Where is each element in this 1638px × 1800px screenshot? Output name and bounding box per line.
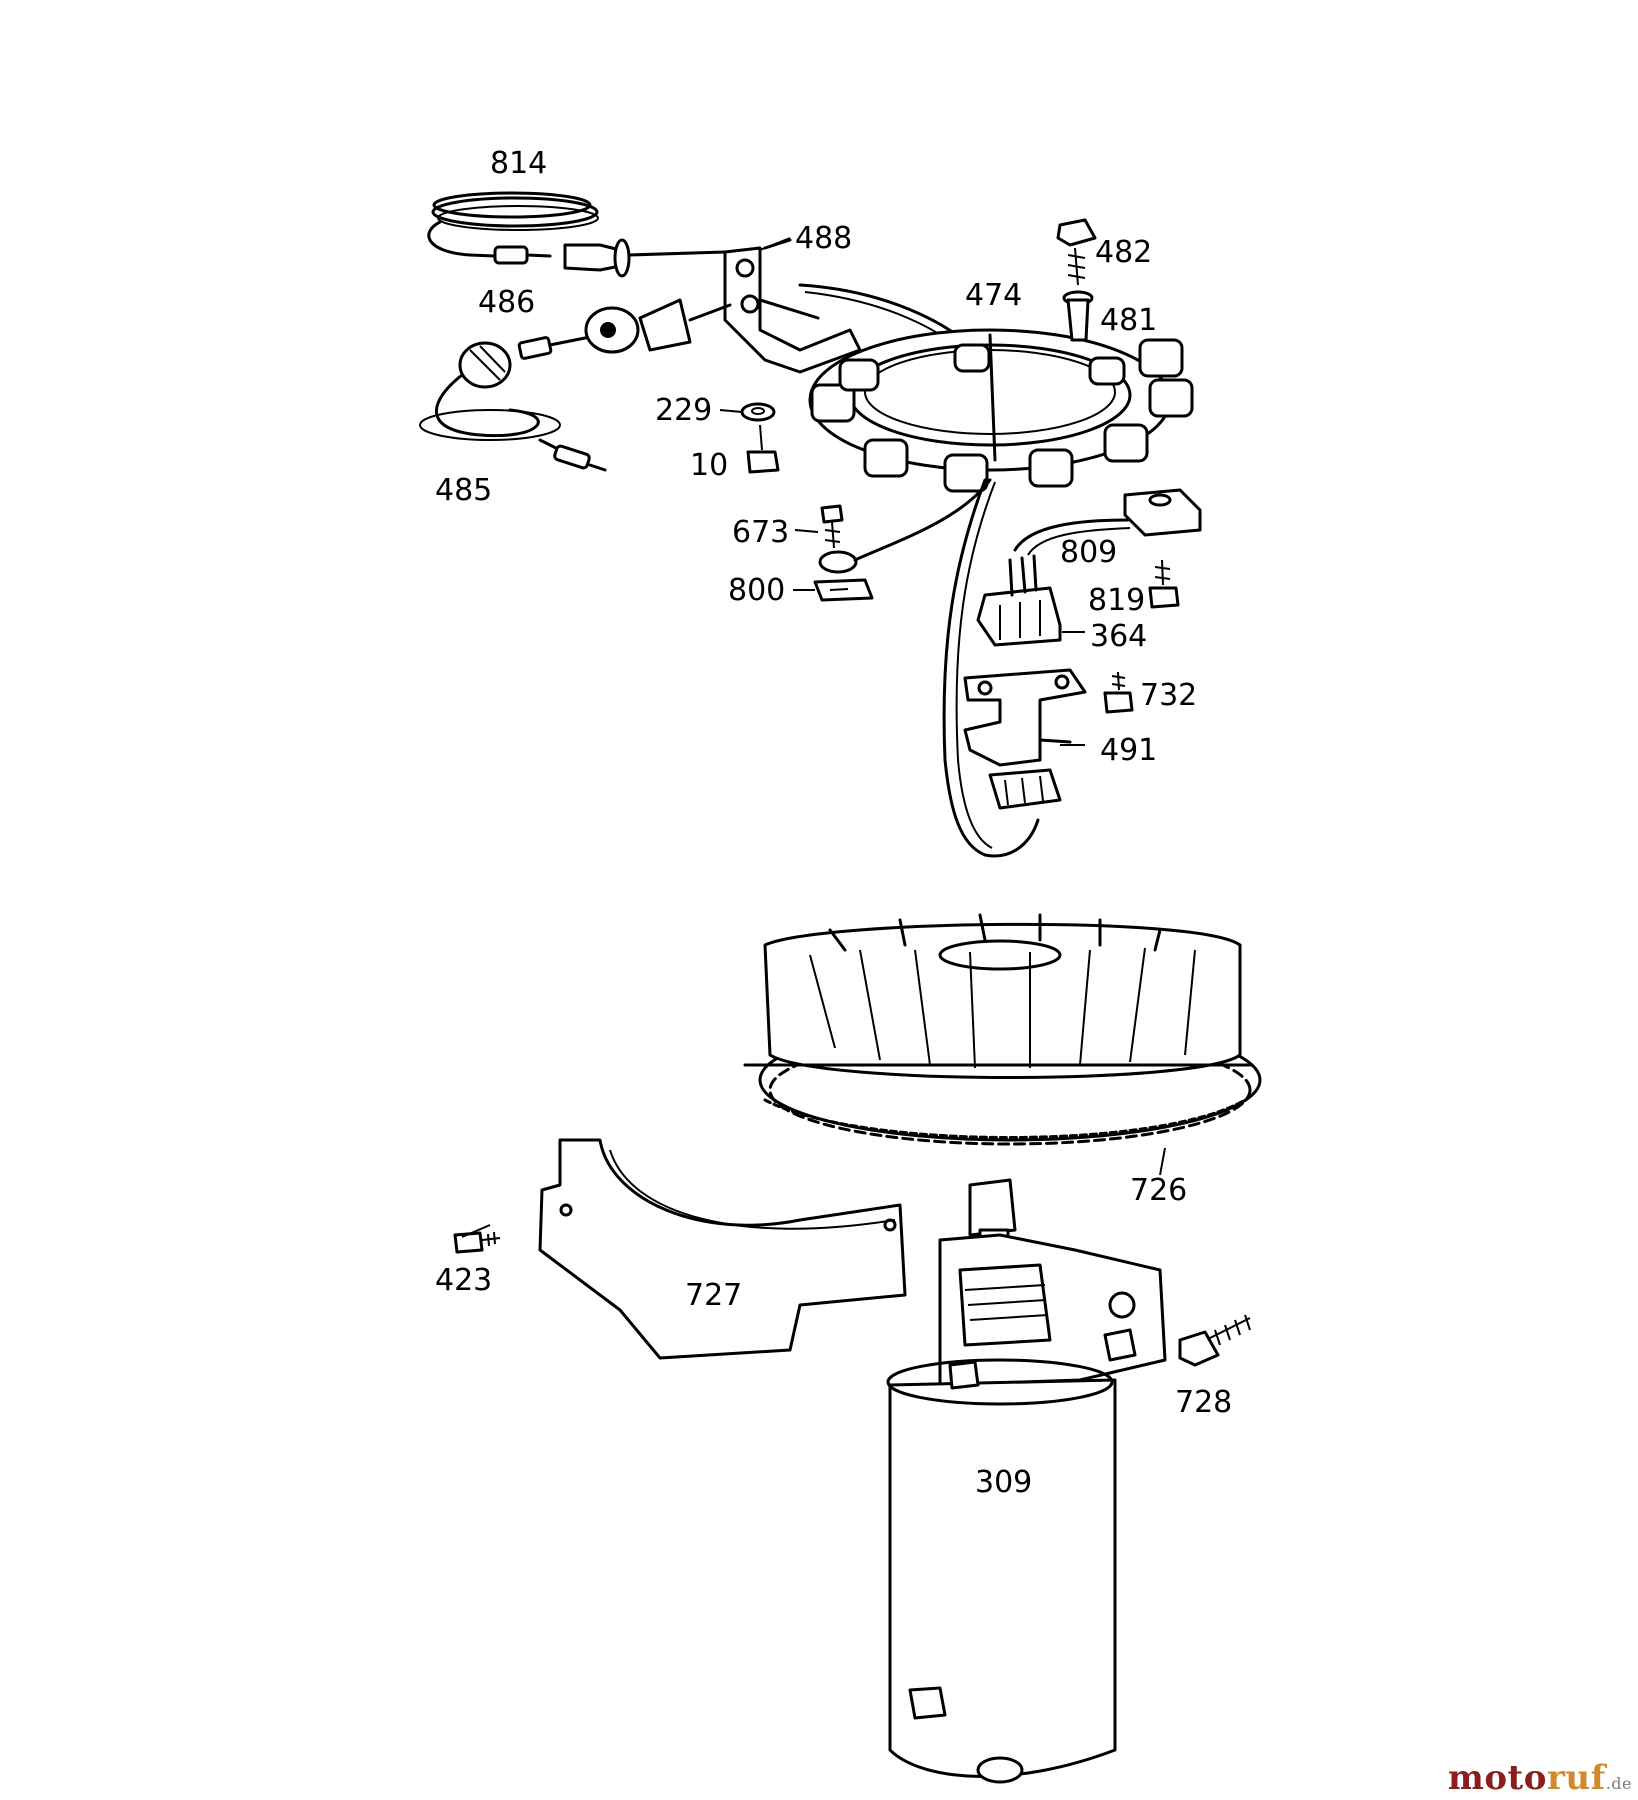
label-491: 491 bbox=[1100, 733, 1157, 768]
label-364: 364 bbox=[1090, 619, 1147, 654]
label-814: 814 bbox=[490, 146, 547, 181]
part-732-screw bbox=[1103, 671, 1134, 714]
part-488-bracket bbox=[563, 238, 987, 374]
wire-end-connector bbox=[988, 768, 1062, 810]
watermark-part2: ruf bbox=[1546, 1758, 1606, 1798]
part-364-connector bbox=[976, 554, 1062, 647]
label-486: 486 bbox=[478, 285, 535, 320]
part-229-washer bbox=[740, 402, 776, 422]
part-10-bolt bbox=[746, 424, 780, 474]
motoruf-watermark: motoruf.de bbox=[1448, 1758, 1632, 1798]
part-481-pin bbox=[1062, 290, 1094, 342]
label-10: 10 bbox=[690, 448, 728, 483]
label-819: 819 bbox=[1088, 583, 1145, 618]
part-814-wire-coil bbox=[427, 191, 599, 265]
part-482-bolt bbox=[1056, 218, 1097, 286]
label-809: 809 bbox=[1060, 535, 1117, 570]
part-673-screw bbox=[818, 478, 992, 574]
label-728: 728 bbox=[1175, 1385, 1232, 1420]
label-309: 309 bbox=[975, 1465, 1032, 1500]
label-423: 423 bbox=[435, 1263, 492, 1298]
part-800-clip bbox=[813, 578, 874, 602]
label-726: 726 bbox=[1130, 1173, 1187, 1208]
leader-lines bbox=[461, 237, 1166, 1238]
part-309-starter-motor bbox=[886, 1178, 1167, 1784]
label-732: 732 bbox=[1140, 678, 1197, 713]
label-474: 474 bbox=[965, 278, 1022, 313]
label-485: 485 bbox=[435, 473, 492, 508]
stator-wire-harness bbox=[942, 478, 1040, 858]
watermark-part3: .de bbox=[1605, 1774, 1632, 1793]
part-423-screw bbox=[453, 1231, 501, 1254]
part-728-bolt bbox=[1178, 1314, 1251, 1367]
label-481: 481 bbox=[1100, 303, 1157, 338]
part-727-shield bbox=[538, 1138, 907, 1360]
part-labels: 814 488 482 474 481 486 229 10 485 673 8… bbox=[435, 146, 1232, 1500]
part-809-rectifier bbox=[1013, 488, 1202, 556]
part-486-plug bbox=[517, 298, 732, 360]
part-819-screw bbox=[1148, 559, 1180, 609]
label-488: 488 bbox=[795, 221, 852, 256]
label-800: 800 bbox=[728, 573, 785, 608]
part-485-cable bbox=[419, 341, 607, 472]
label-673: 673 bbox=[732, 515, 789, 550]
part-491-bracket bbox=[963, 668, 1087, 767]
label-229: 229 bbox=[655, 393, 712, 428]
label-727: 727 bbox=[685, 1278, 742, 1313]
watermark-part1: moto bbox=[1447, 1758, 1547, 1798]
part-726-flywheel bbox=[743, 913, 1262, 1146]
part-474-stator bbox=[808, 328, 1194, 493]
label-482: 482 bbox=[1095, 235, 1152, 270]
